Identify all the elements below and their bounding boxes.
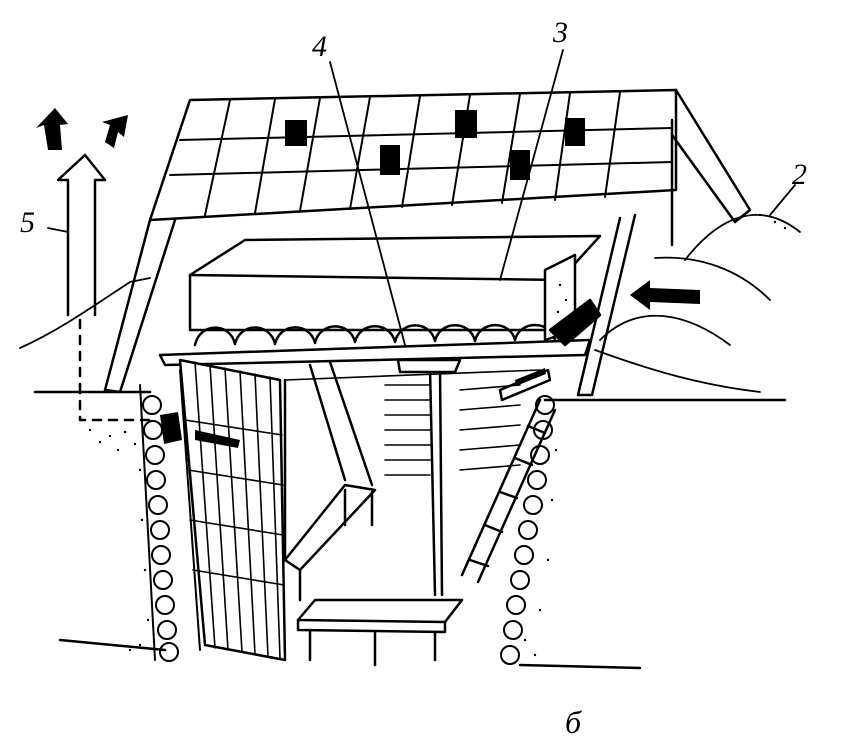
subfigure-label: б <box>565 704 582 740</box>
left-log-wall <box>139 369 201 662</box>
vent-slot <box>498 368 552 402</box>
label-2: 2 <box>792 158 807 191</box>
log-ceiling <box>158 323 592 367</box>
door <box>178 358 287 662</box>
label-5: 5 <box>20 206 35 239</box>
leader-line <box>47 49 796 346</box>
arrow-icon <box>36 108 700 448</box>
bench <box>283 360 377 602</box>
back-wall <box>284 369 541 476</box>
label-3: 3 <box>553 16 568 49</box>
earth-cover-slab <box>188 234 602 332</box>
soil-texture <box>88 213 787 657</box>
ground-line <box>33 390 787 670</box>
vent-pipe-icon <box>56 153 152 422</box>
label-4: 4 <box>312 30 327 63</box>
ladder <box>460 398 557 584</box>
table <box>296 598 464 667</box>
roof <box>148 88 752 247</box>
central-post <box>396 358 462 597</box>
roof-post <box>103 213 637 397</box>
right-log-wall <box>500 395 555 665</box>
entrance <box>543 253 602 347</box>
